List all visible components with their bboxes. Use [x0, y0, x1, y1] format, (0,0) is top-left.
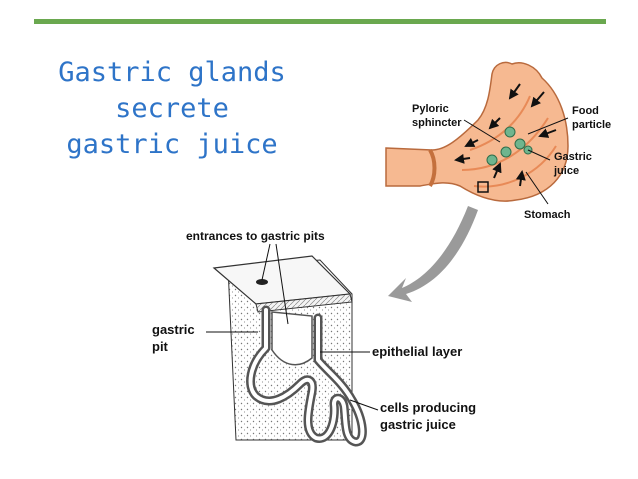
cells-label-line-1: cells producing: [380, 400, 476, 415]
gastric-juice-label-line-2: juice: [553, 165, 579, 177]
svg-text:Pyloric sphincter: Pyloric sphincter: [412, 103, 462, 129]
tissue-front-edge: [255, 293, 353, 313]
gastric-gland-lumen: [248, 308, 365, 444]
food-particle: [504, 126, 516, 138]
motion-arrow: [515, 170, 526, 187]
motion-arrow: [530, 91, 545, 108]
pyloric-label-line-2: sphincter: [412, 117, 462, 129]
title-line-3: gastric juice: [66, 129, 278, 160]
food-label-line-1: Food: [572, 105, 599, 117]
motion-arrow: [492, 162, 502, 179]
food-particle: [500, 146, 512, 158]
epithelial-label: epithelial layer: [372, 344, 462, 359]
gastric-pit-label-line-1: gastric: [152, 322, 195, 337]
title-line-2: secrete: [115, 93, 229, 124]
stomach-label: Stomach: [524, 209, 571, 221]
leader-line: [349, 399, 379, 411]
leader-line: [525, 171, 549, 205]
pyloric-sphincter-band: [428, 148, 437, 188]
leader-line: [261, 243, 271, 281]
gastric-pit-illustration: [206, 243, 379, 447]
top-accent-bar: [34, 19, 606, 24]
gastric-juice-label-line-1: Gastric: [554, 151, 592, 163]
food-label-line-2: particle: [572, 119, 611, 131]
svg-text:Gastric juice: Gastric juice: [553, 151, 595, 177]
motion-arrow: [464, 137, 479, 147]
svg-text:Food particle: Food particle: [572, 105, 611, 131]
entrances-label: entrances to gastric pits: [186, 229, 325, 243]
food-particle: [486, 154, 498, 166]
svg-text:gastric pit: gastric pit: [152, 322, 198, 354]
stomach-body: [385, 61, 569, 202]
stomach-illustration: [385, 61, 569, 205]
pit-entrance: [256, 279, 268, 285]
motion-arrow: [454, 153, 471, 164]
stomach-inner-fold: [461, 117, 549, 171]
leader-line: [463, 119, 501, 143]
title-line-1: Gastric glands: [58, 57, 286, 88]
pyloric-label-line-1: Pyloric: [412, 103, 449, 115]
motion-arrow: [538, 128, 557, 138]
gland-cavity: [271, 311, 313, 366]
leader-line: [275, 243, 289, 325]
slide-title: Gastric glands secrete gastric juice: [22, 55, 322, 163]
zoom-region-box: [477, 181, 489, 193]
gastric-pit-label-line-2: pit: [152, 339, 169, 354]
svg-text:cells producing gastric: cells producing gastric juice: [380, 400, 480, 432]
leader-line: [527, 149, 551, 161]
zoom-arrow: [388, 206, 478, 302]
motion-arrow: [488, 117, 501, 130]
cells-label-line-2: gastric juice: [380, 417, 456, 432]
motion-arrow: [508, 83, 521, 100]
leader-line: [527, 117, 569, 135]
food-particle: [514, 138, 526, 150]
